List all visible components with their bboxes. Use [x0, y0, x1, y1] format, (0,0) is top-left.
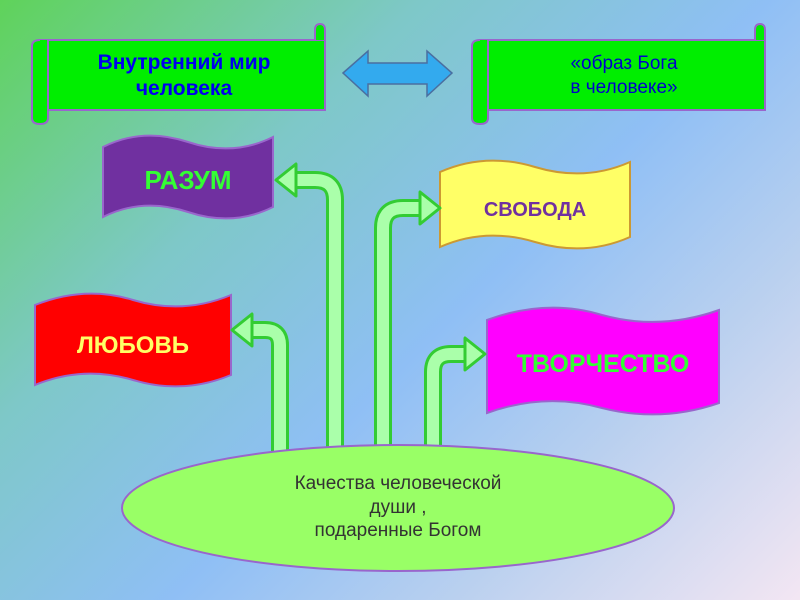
flag-lubov-label: ЛЮБОВЬ — [76, 332, 190, 359]
double-arrow-icon — [341, 49, 454, 98]
ellipse-line2: души , — [369, 496, 427, 518]
ellipse-line1: Качества человеческой — [294, 472, 502, 494]
scroll-left-line2: человека — [135, 77, 233, 100]
flag-svoboda-label: СВОБОДА — [483, 198, 587, 221]
ellipse-line3: подаренные Богом — [314, 520, 482, 542]
scroll-left-line1: Внутренний мир — [97, 50, 271, 74]
flag-svoboda-shape — [439, 159, 631, 250]
scroll-right-line2: в человеке» — [570, 77, 678, 98]
arrows — [230, 162, 487, 455]
flag-lubov-shape — [34, 292, 232, 388]
scroll-left — [31, 22, 326, 126]
flag-razum-shape — [102, 134, 274, 220]
arrow-to-razum — [274, 162, 344, 450]
ellipse-text: Качества человеческой души , подаренные … — [150, 455, 646, 560]
flag-tvorchestvo-shape — [486, 306, 720, 416]
flag-tvorchestvo-label: ТВОРЧЕСТВО — [516, 349, 690, 378]
arrow-to-lubov — [230, 312, 289, 455]
scroll-left-text: Внутренний мир человека — [48, 40, 320, 112]
scroll-right — [471, 22, 766, 126]
qualities-ellipse — [121, 444, 675, 572]
scroll-right-text: «образ Бога в человеке» — [488, 40, 760, 112]
flag-razum-label: РАЗУМ — [144, 164, 232, 195]
scroll-right-line1: «образ Бога — [570, 53, 678, 75]
arrow-to-tvorchestvo — [424, 336, 487, 450]
arrow-to-svoboda — [374, 190, 442, 450]
